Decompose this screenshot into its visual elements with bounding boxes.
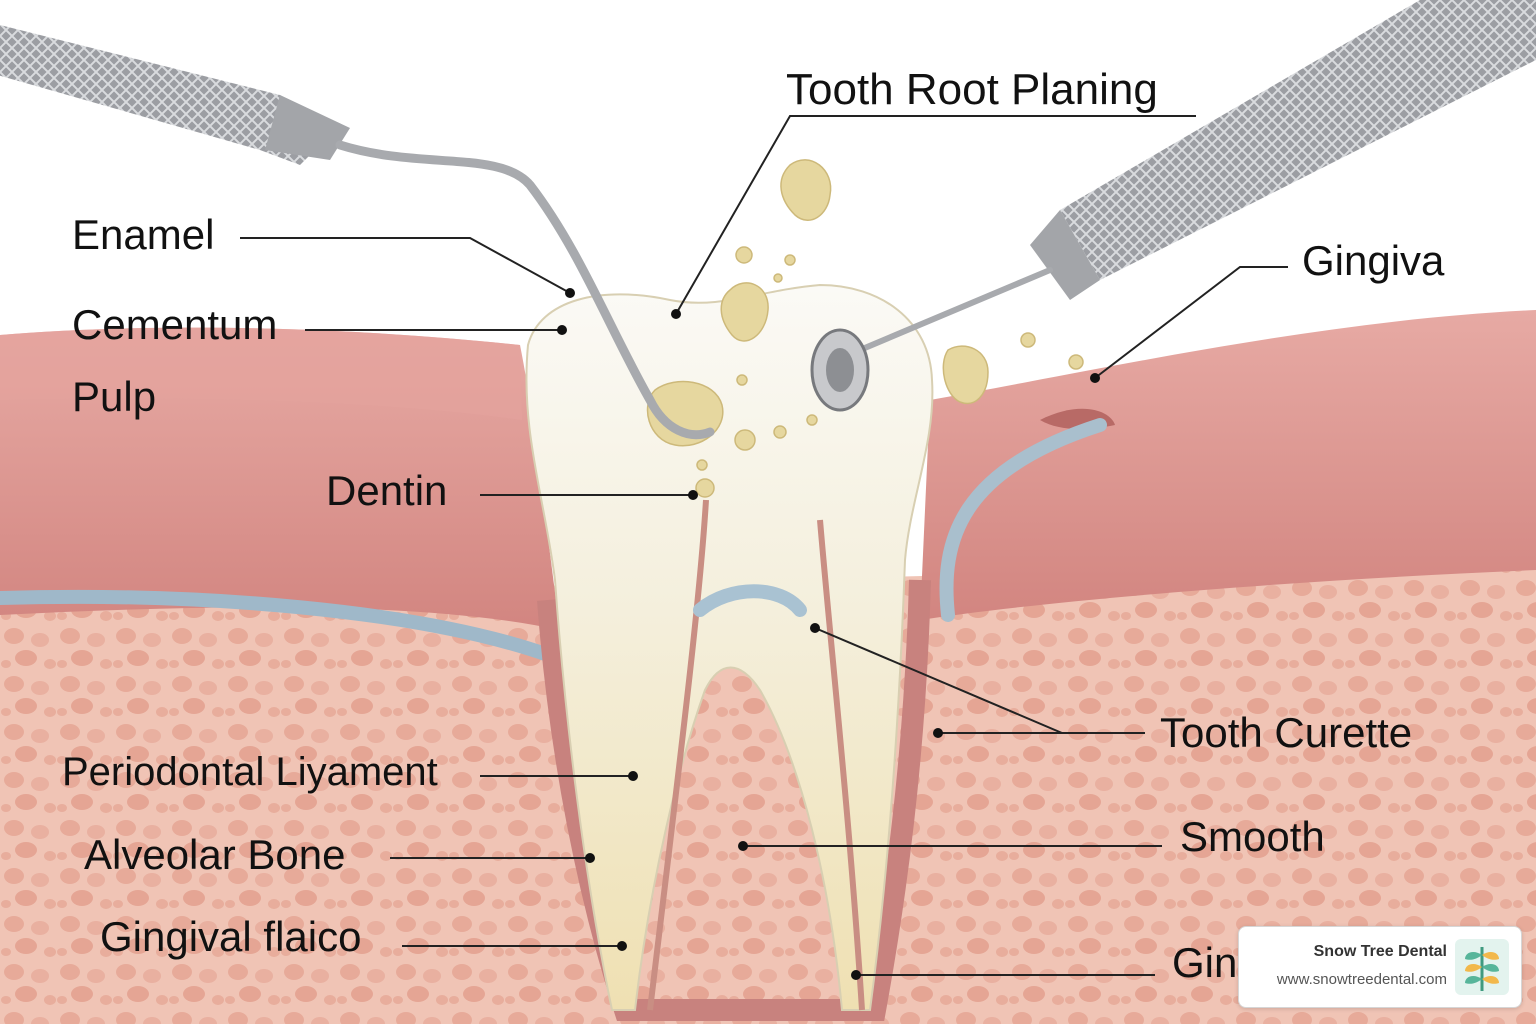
label-enamel: Enamel: [72, 211, 215, 258]
label-gingival-flap: Gingival flaico: [100, 913, 362, 960]
label-cementum: Cementum: [72, 301, 278, 348]
periosteum-left: [0, 589, 555, 662]
leader-gingiva: [1094, 266, 1288, 379]
diagram-title: Tooth Root Planing: [786, 65, 1158, 114]
root-canal: [647, 499, 865, 1011]
leader-title: [675, 115, 1196, 315]
alveolar-bone-region: [0, 560, 1536, 1024]
label-pulp: Pulp: [72, 373, 157, 420]
label-periodontal-ligament: Periodontal Liyament: [62, 750, 438, 794]
instrument-right: [810, 0, 1536, 412]
periosteum-right: [939, 418, 1107, 622]
label-gingiva: Gingiva: [1302, 237, 1445, 284]
leader-dots: [557, 288, 1100, 980]
leader-lines: [240, 115, 1288, 976]
brand-badge[interactable]: Snow Tree Dental www.snowtreedental.com: [1238, 926, 1522, 1008]
leader-enamel: [240, 237, 571, 294]
tooth-body: [525, 283, 934, 1011]
periodontal-ligament-band: [537, 579, 931, 1021]
label-smooth: Smooth: [1180, 813, 1325, 860]
gum-left-top: [0, 327, 522, 420]
label-alveolar-bone: Alveolar Bone: [84, 831, 346, 878]
gum-right: [920, 310, 1536, 620]
label-gin-partial: Gin: [1172, 939, 1238, 986]
label-tooth-curette: Tooth Curette: [1160, 709, 1413, 756]
brand-url[interactable]: www.snowtreedental.com: [1276, 971, 1447, 988]
pulp-chamber: [693, 584, 807, 617]
brand-name: Snow Tree Dental: [1313, 943, 1447, 960]
instrument-left: [0, 25, 715, 440]
leaf-tree-icon: [1455, 939, 1509, 995]
label-dentin: Dentin: [326, 467, 448, 514]
